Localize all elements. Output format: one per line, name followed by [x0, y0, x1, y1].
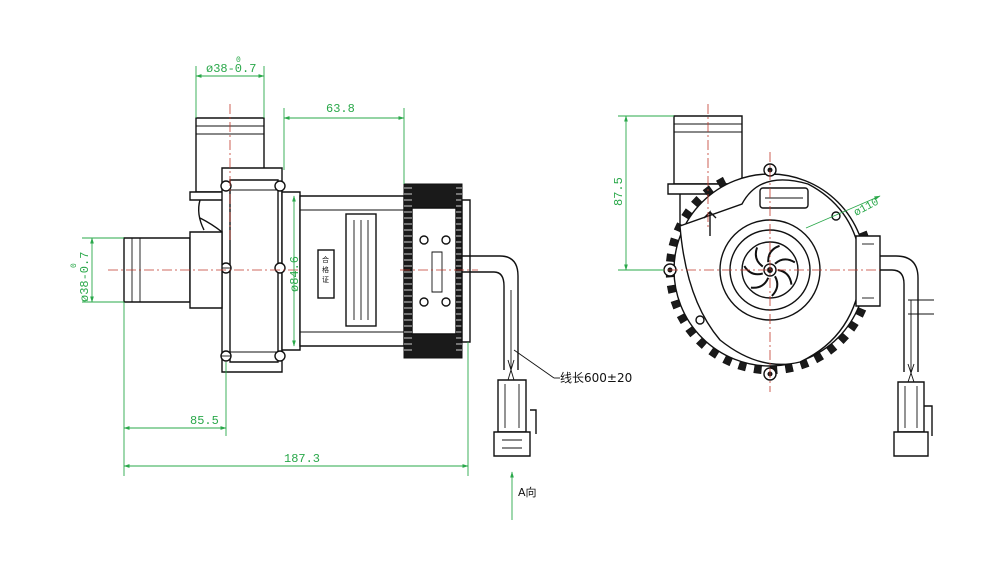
- flange-bolts: [220, 180, 286, 362]
- dim-side-height: 87.5: [612, 115, 674, 271]
- width-motor-text: 63.8: [326, 102, 355, 116]
- motor-body: 合格证: [299, 195, 405, 347]
- qc-label: 合格证: [317, 249, 335, 299]
- inlet-offset-text: 85.5: [190, 414, 219, 428]
- side-height-text: 87.5: [612, 177, 626, 206]
- cooling-fins: [403, 183, 471, 359]
- dim-overall-length: 187.3: [123, 342, 469, 476]
- side-terminal: [855, 235, 881, 307]
- side-view: 87.5 ø110: [612, 104, 934, 457]
- cable-length-text: 线长600±20: [560, 371, 632, 385]
- side-cable: [880, 255, 934, 383]
- outlet-diameter-text: ø38-0.7: [206, 62, 256, 76]
- dim-inlet-diameter: ø38-0.7 0: [70, 237, 124, 303]
- motor-diameter-text: ø84.6: [288, 256, 302, 292]
- view-direction-arrow: A向: [510, 471, 537, 520]
- front-view: 合格证: [70, 56, 632, 520]
- inlet-pipe: [123, 217, 223, 309]
- inlet-diameter-text: ø38-0.7: [78, 252, 92, 302]
- dim-width-motor: 63.8: [283, 102, 405, 184]
- dim-inlet-offset: 85.5: [123, 302, 227, 476]
- cable-length-callout: 线长600±20: [513, 349, 632, 385]
- body-diameter-text: ø110: [852, 197, 881, 220]
- outlet-tol-text: 0: [236, 56, 241, 65]
- inlet-tol-text: 0: [70, 263, 79, 268]
- impeller: [719, 219, 821, 321]
- cable-connector: [493, 379, 537, 457]
- dim-motor-diameter: ø84.6: [288, 195, 302, 347]
- qc-label-text: 合格证: [322, 255, 329, 285]
- nameplate: [345, 213, 377, 327]
- dim-outlet-diameter: ø38-0.7 0: [195, 56, 265, 118]
- power-cable: [462, 255, 519, 381]
- overall-length-text: 187.3: [284, 452, 320, 466]
- view-direction-text: A向: [518, 485, 537, 499]
- side-connector: [893, 381, 933, 457]
